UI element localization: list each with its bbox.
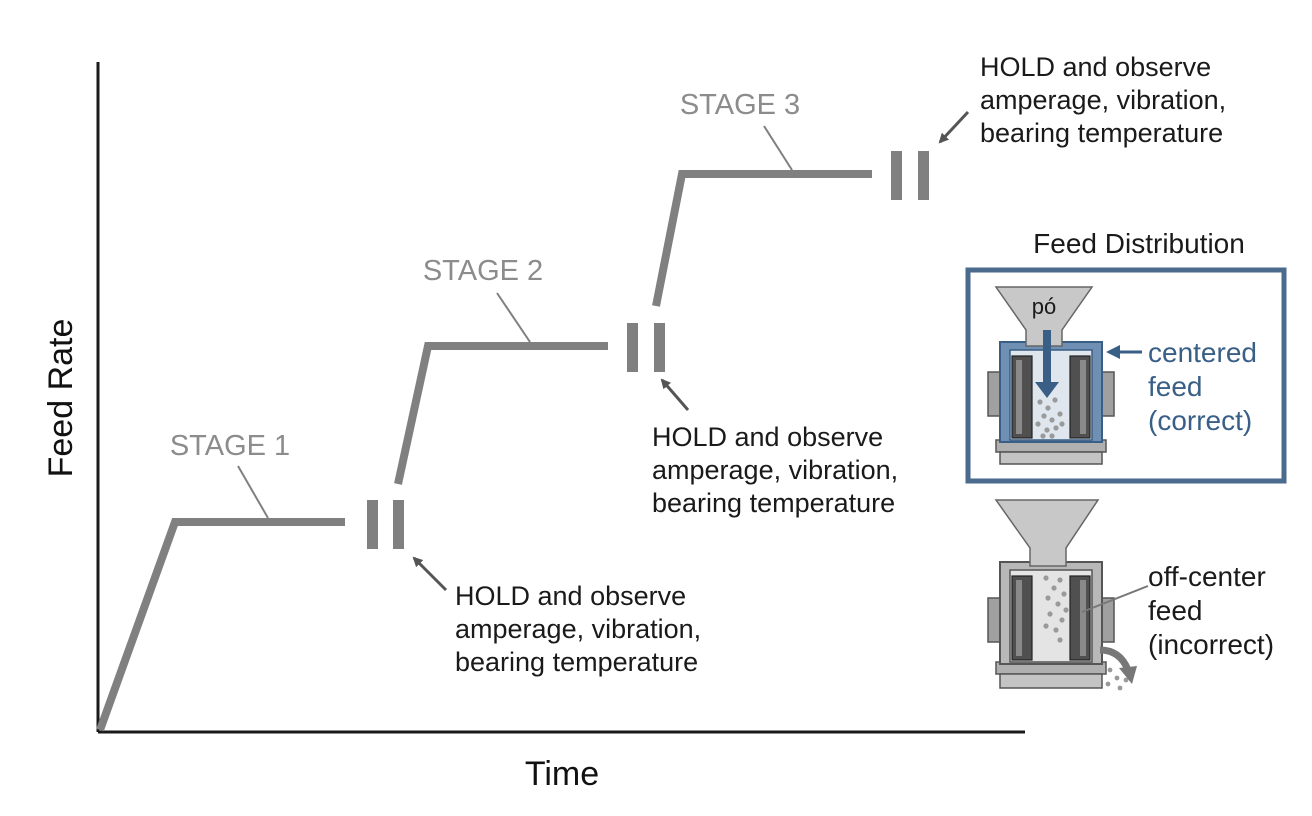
correct-callout-line-1: centered [1148, 337, 1257, 368]
ramp-stage-1 [96, 518, 345, 732]
hold-note-2-line-3: bearing temperature [652, 488, 895, 518]
stage-3-leader [763, 125, 793, 171]
hold-marker-1 [367, 500, 404, 549]
svg-text:HOLD and observe amperag: HOLD and observe amperage, vibration, be… [455, 581, 709, 677]
axes: Time Feed Rate [42, 62, 1025, 793]
centered-feed-illustration: pó [965, 267, 1287, 484]
correct-callout: centered feed (correct) [1148, 337, 1265, 436]
hold-note-3-line-2: amperage, vibration, [980, 85, 1226, 115]
stage-2-leader [496, 292, 531, 343]
feed-distribution-title: Feed Distribution [1033, 228, 1245, 259]
stage-2-label: STAGE 2 [423, 255, 543, 287]
hold-note-2: HOLD and observe amperage, vibration, be… [652, 378, 906, 518]
centered-particles [1035, 397, 1065, 439]
incorrect-callout-line-3: (incorrect) [1148, 629, 1274, 660]
incorrect-callout-leader [1081, 585, 1149, 613]
material-label: pó [1032, 294, 1056, 319]
x-axis-label: Time [525, 755, 599, 793]
ramp-stage-3 [652, 170, 872, 307]
correct-callout-line-2: feed [1148, 371, 1203, 402]
svg-text:HOLD and observe amperag: HOLD and observe amperage, vibration, be… [980, 52, 1234, 148]
feed-rate-profile [96, 170, 872, 732]
ramp-stage-2 [394, 342, 608, 485]
off-center-particles [1043, 575, 1129, 691]
correct-callout-line-3: (correct) [1148, 405, 1252, 436]
spill-arrow [1099, 646, 1132, 672]
hold-markers [367, 151, 929, 549]
incorrect-callout: off-center feed (incorrect) [1148, 561, 1274, 660]
stage-3-label: STAGE 3 [680, 89, 800, 121]
hold-marker-2 [627, 323, 665, 372]
hold-note-2-line-1: HOLD and observe [652, 422, 883, 452]
hold-note-1-line-3: bearing temperature [455, 647, 698, 677]
hold-marker-3 [891, 151, 929, 200]
y-axis-label: Feed Rate [42, 319, 80, 478]
hold-note-1-arrow [412, 556, 448, 592]
hold-note-3-line-3: bearing temperature [980, 118, 1223, 148]
stage-labels: STAGE 1 STAGE 2 STAGE 3 [170, 89, 800, 519]
hold-note-1-line-2: amperage, vibration, [455, 614, 701, 644]
incorrect-callout-line-1: off-center [1148, 561, 1266, 592]
feed-distribution-panel: Feed Distribution pó [965, 228, 1287, 691]
svg-text:HOLD and observe amperag: HOLD and observe amperage, vibration, be… [652, 422, 906, 518]
hold-note-3: HOLD and observe amperage, vibration, be… [938, 52, 1234, 148]
hold-note-1-line-1: HOLD and observe [455, 581, 686, 611]
hold-note-3-arrow [938, 110, 970, 144]
hold-note-2-arrow [660, 378, 690, 411]
stage-1-leader [237, 465, 269, 519]
off-center-feed-illustration [987, 499, 1149, 691]
hold-note-3-line-1: HOLD and observe [980, 52, 1211, 82]
stage-1-label: STAGE 1 [170, 430, 290, 462]
hold-note-1: HOLD and observe amperage, vibration, be… [412, 556, 709, 677]
incorrect-callout-line-2: feed [1148, 595, 1203, 626]
hold-note-2-line-2: amperage, vibration, [652, 455, 898, 485]
